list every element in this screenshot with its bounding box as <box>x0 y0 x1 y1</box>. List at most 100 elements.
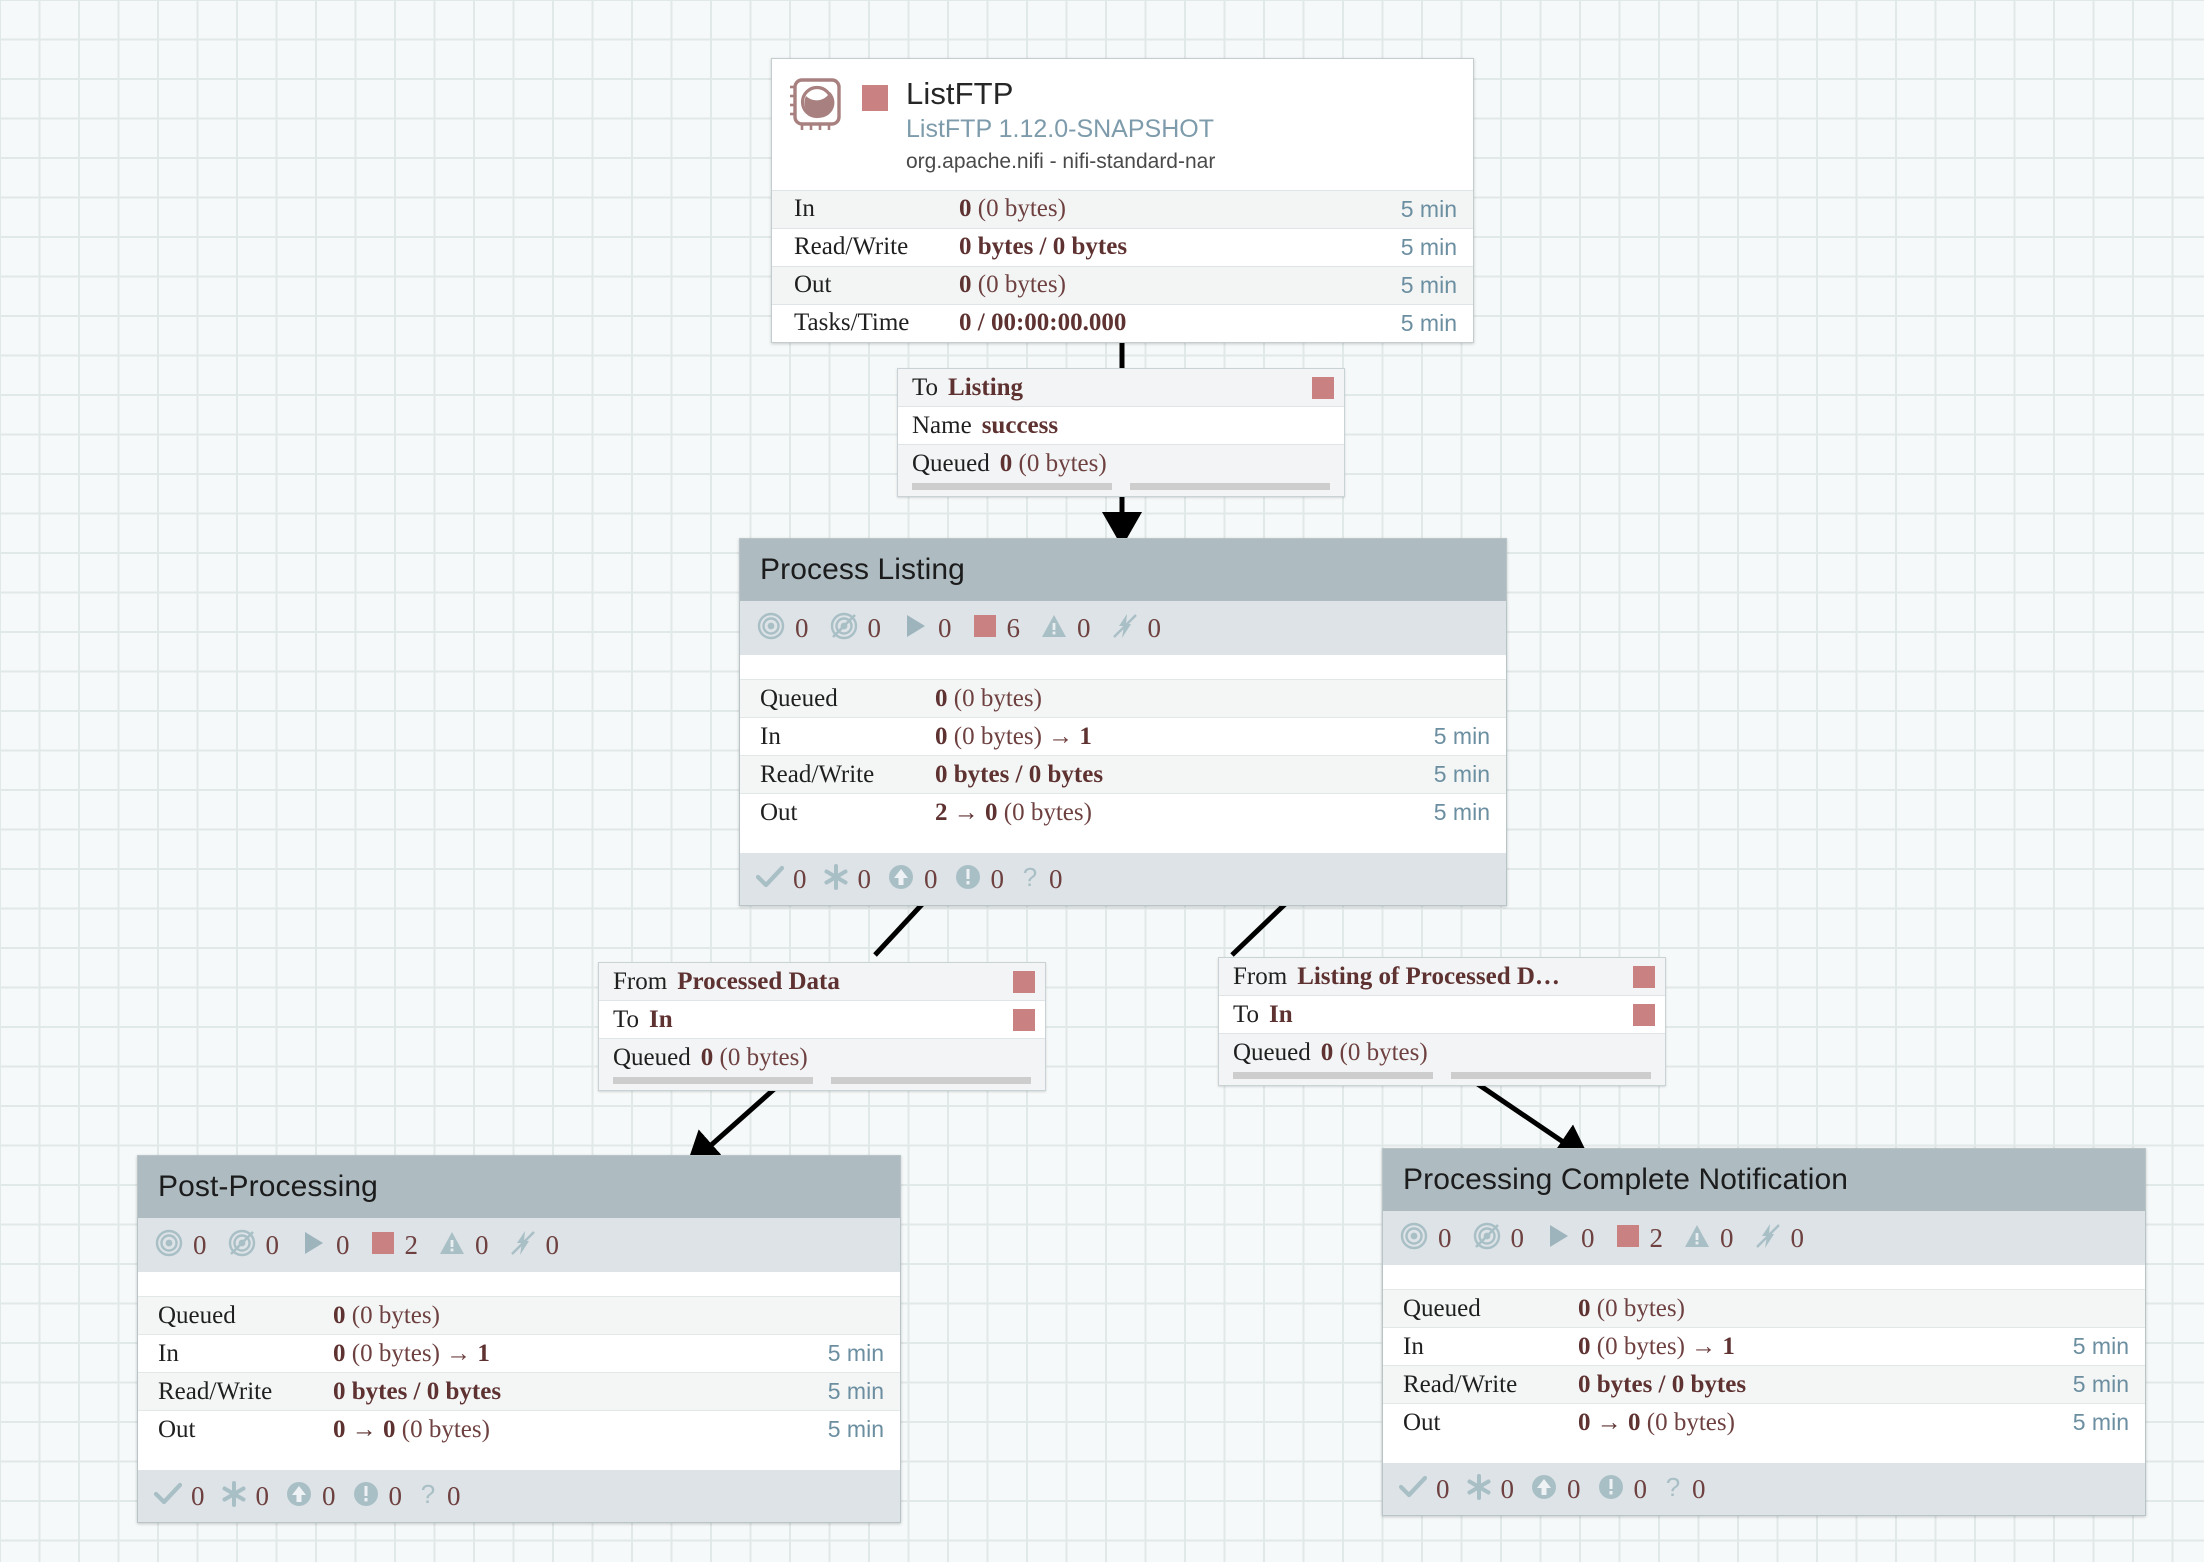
count-invalid[interactable]: 0 <box>1683 1222 1734 1255</box>
connection-label-listing-of-processed[interactable]: From Listing of Processed D… To In Queue… <box>1218 957 1666 1086</box>
footer-count-up-to-date[interactable]: 0 <box>285 1480 336 1513</box>
queued-size-bar <box>1451 1072 1651 1079</box>
footer-count-versioned[interactable]: 0 <box>221 1480 270 1512</box>
running-icon <box>299 1229 327 1262</box>
processor-listftp[interactable]: ListFTP ListFTP 1.12.0-SNAPSHOT org.apac… <box>771 58 1474 343</box>
count-value: 0 <box>447 1480 461 1511</box>
count-value: 0 <box>1077 612 1091 643</box>
invalid-icon <box>1683 1222 1711 1255</box>
stat-key: Out <box>158 1415 196 1443</box>
process-group-status-counts: 0 0 0 2 <box>138 1218 900 1272</box>
count-value: 0 <box>265 1229 280 1260</box>
connection-row-key: Name <box>912 411 972 439</box>
process-group-post-processing[interactable]: Post-Processing 0 0 0 <box>137 1155 901 1523</box>
footer-count-versioned[interactable]: 0 <box>1466 1473 1514 1505</box>
question-mark-icon: ? <box>1020 862 1040 896</box>
pg-stat-in: In 0 (0 bytes) → 1 5 min <box>138 1334 900 1372</box>
footer-count-transmitted[interactable]: 0 <box>1398 1474 1450 1505</box>
asterisk-icon <box>823 863 849 895</box>
process-group-title: Processing Complete Notification <box>1403 1163 1849 1196</box>
count-value: 0 <box>255 1480 270 1511</box>
stat-key: Queued <box>760 684 838 712</box>
footer-count-sync-failure[interactable]: ? 0 <box>1663 1472 1706 1506</box>
stat-value: 0 bytes / 0 bytes <box>935 760 1104 788</box>
process-group-status-counts: 0 0 0 2 <box>1383 1211 2145 1265</box>
processor-stat-out: Out 0 (0 bytes) 5 min <box>772 265 1473 304</box>
footer-count-versioned[interactable]: 0 <box>823 863 871 895</box>
queued-count-bar <box>613 1077 813 1084</box>
count-invalid[interactable]: 0 <box>1040 612 1091 645</box>
processor-header: ListFTP ListFTP 1.12.0-SNAPSHOT org.apac… <box>772 59 1473 190</box>
stat-label: Read/Write <box>794 233 909 261</box>
footer-count-sync-failure[interactable]: ? 0 <box>418 1479 461 1513</box>
spacer <box>1383 1265 2145 1289</box>
count-transmitting[interactable]: 0 <box>154 1228 207 1263</box>
count-stopped[interactable]: 6 <box>972 613 1020 644</box>
svg-text:?: ? <box>1023 863 1037 891</box>
count-transmitting[interactable]: 0 <box>1399 1221 1452 1256</box>
processor-bundle: org.apache.nifi - nifi-standard-nar <box>906 150 1216 174</box>
count-value: 0 <box>1720 1222 1734 1253</box>
count-stopped[interactable]: 2 <box>1615 1223 1663 1254</box>
count-disabled[interactable]: 0 <box>509 1229 559 1262</box>
spacer <box>740 655 1506 679</box>
process-group-processing-complete-notification[interactable]: Processing Complete Notification 0 0 0 <box>1382 1148 2146 1516</box>
count-not-transmitting[interactable]: 0 <box>227 1228 280 1263</box>
footer-count-locally-modified[interactable]: 0 <box>352 1480 402 1513</box>
stat-value: 0 / 00:00:00.000 <box>959 309 1127 337</box>
footer-count-locally-modified[interactable]: 0 <box>1597 1473 1648 1506</box>
stat-label: Out <box>794 271 832 299</box>
count-transmitting[interactable]: 0 <box>756 611 809 646</box>
count-value: 0 <box>1633 1473 1648 1504</box>
connection-row-value: success <box>981 411 1059 439</box>
asterisk-icon <box>221 1480 247 1512</box>
count-not-transmitting[interactable]: 0 <box>1472 1221 1524 1256</box>
processor-stat-readwrite: Read/Write 0 bytes / 0 bytes 5 min <box>772 227 1473 266</box>
process-group-footer-counts: 0 0 0 0 ? <box>1383 1463 2145 1515</box>
processor-stats: In 0 (0 bytes) 5 min Read/Write 0 bytes … <box>772 189 1473 342</box>
connection-queued-value: 0 (0 bytes) <box>999 450 1107 477</box>
count-invalid[interactable]: 0 <box>438 1229 489 1262</box>
connection-row-to: To Listing <box>898 369 1344 407</box>
running-icon <box>1544 1222 1572 1255</box>
stopped-icon <box>972 613 998 644</box>
count-stopped[interactable]: 2 <box>370 1230 418 1261</box>
count-not-transmitting[interactable]: 0 <box>829 611 881 646</box>
connection-label-processed-data[interactable]: From Processed Data To In Queued 0 (0 by… <box>598 962 1046 1091</box>
process-group-stats: Queued 0 (0 bytes) In 0 (0 bytes) → 1 5 … <box>740 679 1506 831</box>
count-running[interactable]: 0 <box>1544 1222 1595 1255</box>
count-disabled[interactable]: 0 <box>1754 1222 1804 1255</box>
up-arrow-circle-icon <box>285 1480 313 1513</box>
footer-count-transmitted[interactable]: 0 <box>153 1481 205 1512</box>
count-running[interactable]: 0 <box>901 612 952 645</box>
question-mark-icon: ? <box>418 1479 438 1513</box>
check-icon <box>1398 1475 1428 1504</box>
count-value: 0 <box>793 863 807 894</box>
connection-row-key: From <box>613 967 668 995</box>
footer-count-up-to-date[interactable]: 0 <box>1530 1473 1581 1506</box>
footer-count-locally-modified[interactable]: 0 <box>954 863 1005 896</box>
pg-stat-queued: Queued 0 (0 bytes) <box>1383 1289 2145 1327</box>
connection-row-value: In <box>649 1005 673 1033</box>
process-group-process-listing[interactable]: Process Listing 0 0 0 <box>739 538 1507 906</box>
count-running[interactable]: 0 <box>299 1229 350 1262</box>
count-disabled[interactable]: 0 <box>1111 612 1161 645</box>
pg-stat-readwrite: Read/Write 0 bytes / 0 bytes 5 min <box>740 755 1506 793</box>
stat-value: 0 (0 bytes) <box>959 271 1066 299</box>
connection-label-listing[interactable]: To Listing Name success Queued 0 (0 byte… <box>897 368 1345 497</box>
footer-count-up-to-date[interactable]: 0 <box>887 863 938 896</box>
footer-count-transmitted[interactable]: 0 <box>755 863 807 895</box>
footer-count-sync-failure[interactable]: ? 0 <box>1020 862 1063 896</box>
up-arrow-circle-icon <box>887 863 915 896</box>
connection-queued-value: 0 (0 bytes) <box>1320 1039 1428 1066</box>
process-group-footer-counts: 0 0 0 0 ? <box>138 1470 900 1522</box>
connection-row-key: To <box>912 373 939 401</box>
count-value: 0 <box>990 863 1005 894</box>
exclamation-circle-icon <box>352 1480 380 1513</box>
process-group-header: Process Listing <box>740 539 1506 601</box>
stat-time: 5 min <box>1400 233 1457 260</box>
transmitting-icon <box>1399 1221 1429 1256</box>
stopped-square-icon <box>1633 965 1655 988</box>
connection-row-queued: Queued 0 (0 bytes) <box>599 1039 1045 1077</box>
